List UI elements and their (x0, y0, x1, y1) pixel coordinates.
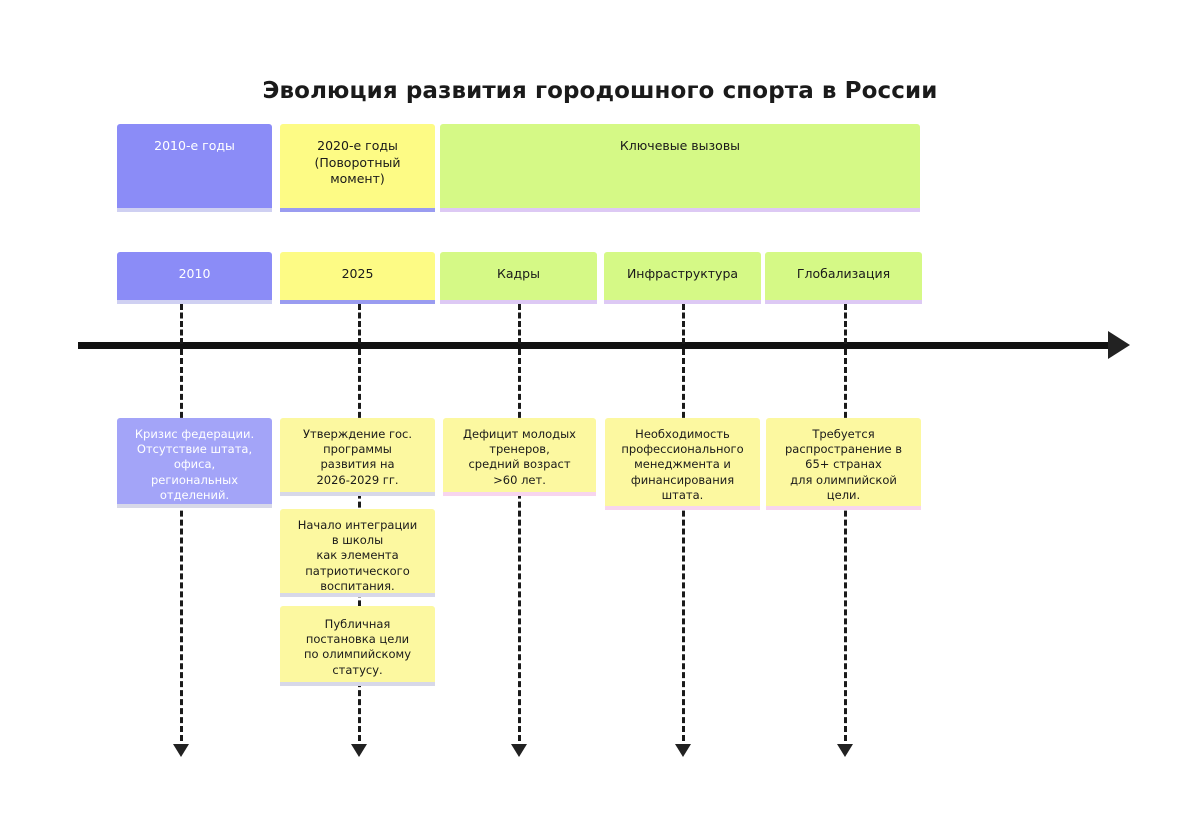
page-title: Эволюция развития городошного спорта в Р… (262, 78, 938, 104)
connector-arrow-icon-col2 (351, 744, 367, 757)
timeline-axis-line (78, 342, 1122, 349)
connector-top-col3 (518, 304, 521, 344)
note-card-col2-3[interactable]: Публичная постановка цели по олимпийском… (280, 606, 435, 686)
marker-card-kadry[interactable]: Кадры (440, 252, 597, 304)
era-card-key-challenges[interactable]: Ключевые вызовы (440, 124, 920, 212)
note-card-col2-2[interactable]: Начало интеграции в школы как элемента п… (280, 509, 435, 597)
note-card-col1-1[interactable]: Кризис федерации. Отсутствие штата, офис… (117, 418, 272, 508)
connector-bottom-col3 (518, 349, 521, 750)
marker-card-2025[interactable]: 2025 (280, 252, 435, 304)
connector-arrow-icon-col3 (511, 744, 527, 757)
marker-card-2010[interactable]: 2010 (117, 252, 272, 304)
note-card-col4-1[interactable]: Необходимость профессионального менеджме… (605, 418, 760, 510)
marker-card-globalization[interactable]: Глобализация (765, 252, 922, 304)
era-card-2010s[interactable]: 2010-е годы (117, 124, 272, 212)
note-card-col3-1[interactable]: Дефицит молодых тренеров, средний возрас… (443, 418, 596, 496)
connector-arrow-icon-col5 (837, 744, 853, 757)
connector-bottom-col5 (844, 349, 847, 750)
connector-bottom-col4 (682, 349, 685, 750)
connector-top-col1 (180, 304, 183, 344)
note-card-col5-1[interactable]: Требуется распространение в 65+ странах … (766, 418, 921, 510)
connector-top-col2 (358, 304, 361, 344)
marker-card-infrastructure[interactable]: Инфраструктура (604, 252, 761, 304)
connector-bottom-col1 (180, 349, 183, 750)
connector-top-col4 (682, 304, 685, 344)
era-card-2020s[interactable]: 2020-е годы (Поворотный момент) (280, 124, 435, 212)
timeline-arrow-icon (1108, 331, 1130, 359)
connector-arrow-icon-col1 (173, 744, 189, 757)
note-card-col2-1[interactable]: Утверждение гос. программы развития на 2… (280, 418, 435, 496)
connector-arrow-icon-col4 (675, 744, 691, 757)
connector-top-col5 (844, 304, 847, 344)
